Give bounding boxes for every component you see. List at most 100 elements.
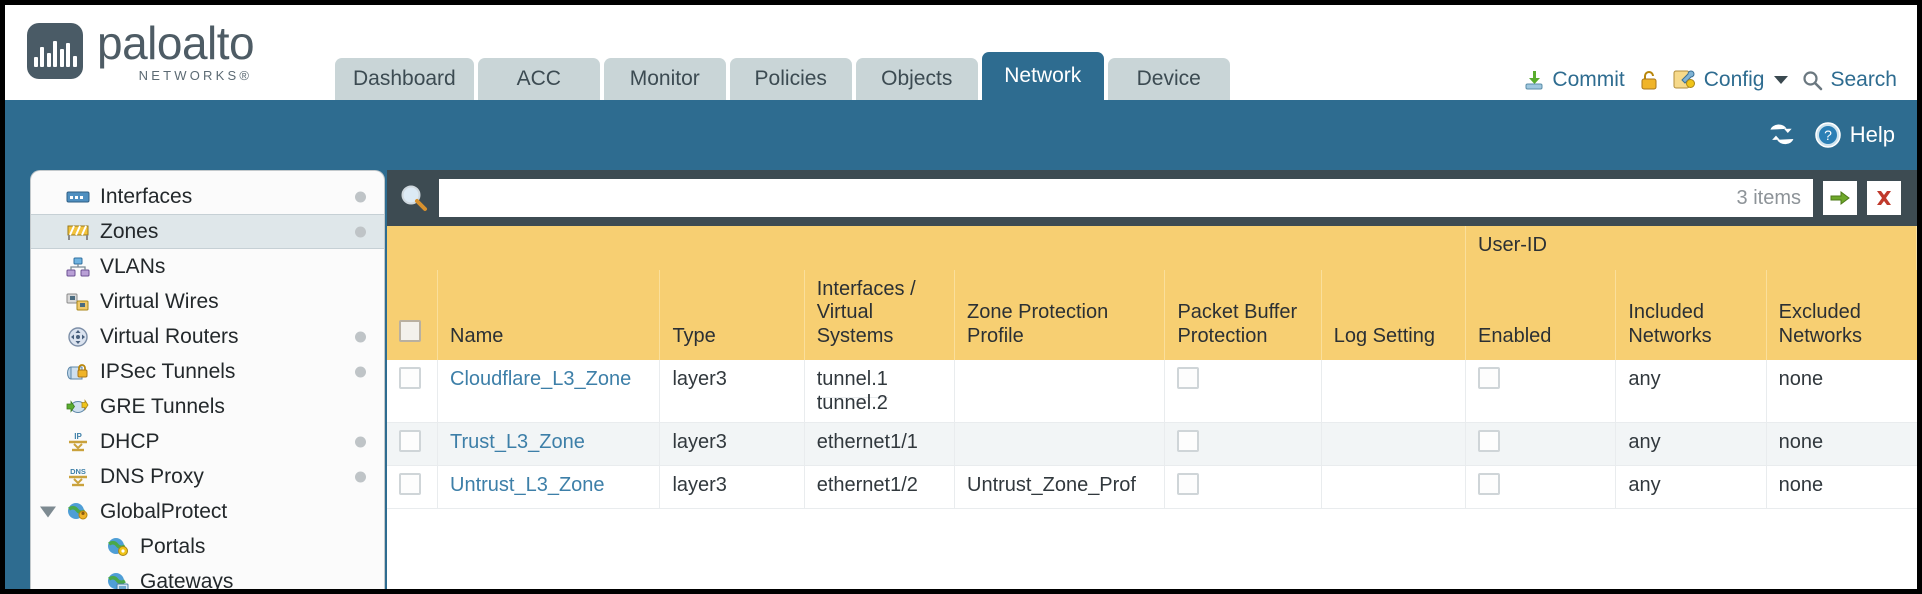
packet-buffer-checkbox[interactable] [1177, 430, 1200, 453]
sidebar-item-virtual-wires[interactable]: Virtual Wires [31, 284, 384, 319]
help-label: Help [1849, 122, 1895, 147]
table-row[interactable]: Trust_L3_Zone layer3 ethernet1/1 [387, 422, 1917, 467]
cell-packet-buffer-protection[interactable] [1164, 422, 1322, 467]
search-icon [1802, 70, 1823, 91]
row-select-cell[interactable] [387, 422, 438, 467]
sidebar-item-globalprotect[interactable]: GlobalProtect [31, 494, 384, 529]
packet-buffer-checkbox[interactable] [1177, 367, 1200, 390]
help-question-icon: ? [1814, 121, 1842, 149]
sidebar-item-vlans[interactable]: VLANs [31, 249, 384, 284]
paloalto-bars-logo-icon [27, 23, 83, 79]
zones-table-container: User-ID Name Type Interfaces / Virtual [387, 226, 1917, 589]
table-row[interactable]: Untrust_L3_Zone layer3 ethernet1/2 Untru… [387, 465, 1917, 510]
column-header-enabled[interactable]: Enabled [1465, 269, 1617, 361]
ipsec-tunnels-icon [65, 361, 91, 383]
sidebar-item-interfaces[interactable]: Interfaces [31, 179, 384, 214]
app-header: paloalto NETWORKS® Dashboard ACC Monitor… [5, 5, 1917, 100]
sidebar-item-dns-proxy[interactable]: DNS DNS Proxy [31, 459, 384, 494]
main-tab-bar: Dashboard ACC Monitor Policies Objects N… [335, 52, 1230, 100]
commit-button[interactable]: Commit [1523, 68, 1625, 92]
expand-collapse-triangle-icon[interactable] [40, 506, 56, 517]
cell-packet-buffer-protection[interactable] [1164, 465, 1322, 510]
config-menu-button[interactable]: Config [1673, 68, 1789, 92]
row-checkbox[interactable] [399, 430, 421, 453]
table-row[interactable]: Cloudflare_L3_Zone layer3 tunnel.1 tunne… [387, 360, 1917, 424]
column-header-excluded-networks[interactable]: Excluded Networks [1766, 269, 1917, 361]
select-all-header[interactable] [387, 269, 438, 361]
tab-network[interactable]: Network [981, 52, 1104, 100]
refresh-icon[interactable] [1770, 122, 1798, 148]
row-select-cell[interactable] [387, 360, 438, 424]
sidebar-item-ipsec-tunnels[interactable]: IPSec Tunnels [31, 354, 384, 389]
cell-name[interactable]: Trust_L3_Zone [437, 422, 661, 467]
sidebar-item-zones[interactable]: Zones [31, 214, 384, 249]
gateways-icon [105, 571, 131, 589]
gre-tunnels-icon [65, 396, 91, 418]
cell-packet-buffer-protection[interactable] [1164, 360, 1322, 424]
cell-zone-protection-profile [954, 360, 1166, 424]
tab-monitor[interactable]: Monitor [603, 58, 726, 100]
vlans-icon [65, 256, 91, 278]
zone-name-link[interactable]: Untrust_L3_Zone [450, 474, 605, 497]
zone-name-link[interactable]: Cloudflare_L3_Zone [450, 368, 632, 391]
search-field-wrap: 3 items [439, 179, 1813, 217]
zone-name-link[interactable]: Trust_L3_Zone [450, 431, 585, 454]
cell-log-setting [1321, 465, 1467, 510]
search-button[interactable]: Search [1802, 68, 1897, 92]
group-header-row: User-ID [387, 226, 1917, 270]
interface-item: tunnel.1 [816, 368, 888, 399]
zones-icon [65, 221, 91, 243]
column-header-included-networks[interactable]: Included Networks [1615, 269, 1767, 361]
cell-userid-enabled[interactable] [1465, 360, 1617, 424]
cell-type: layer3 [659, 360, 805, 424]
select-all-checkbox[interactable] [399, 319, 421, 342]
sidebar-item-portals[interactable]: Portals [31, 529, 384, 564]
column-header-zone-protection-profile[interactable]: Zone Protection Profile [954, 269, 1166, 361]
help-button[interactable]: ? Help [1814, 121, 1895, 149]
virtual-wires-icon [65, 291, 91, 313]
packet-buffer-checkbox[interactable] [1177, 473, 1200, 496]
cell-interfaces: tunnel.1 tunnel.2 [804, 360, 956, 424]
column-header-log-setting[interactable]: Log Setting [1321, 269, 1467, 361]
cell-excluded-networks: none [1766, 465, 1917, 510]
sidebar-item-gateways[interactable]: Gateways [31, 564, 384, 589]
column-header-interfaces[interactable]: Interfaces / Virtual Systems [804, 269, 956, 361]
tab-acc[interactable]: ACC [477, 58, 600, 100]
status-dot [355, 366, 366, 377]
tab-policies[interactable]: Policies [729, 58, 852, 100]
cell-included-networks: any [1615, 422, 1767, 467]
cell-name[interactable]: Cloudflare_L3_Zone [437, 360, 661, 424]
sub-toolbar: ? Help [5, 100, 1917, 170]
column-header-packet-buffer-protection[interactable]: Packet Buffer Protection [1164, 269, 1322, 361]
sidebar-item-dhcp[interactable]: IP DHCP [31, 424, 384, 459]
cell-name[interactable]: Untrust_L3_Zone [437, 465, 661, 510]
cell-userid-enabled[interactable] [1465, 465, 1617, 510]
userid-enabled-checkbox[interactable] [1478, 430, 1501, 453]
row-select-cell[interactable] [387, 465, 438, 510]
globalprotect-icon [65, 501, 91, 523]
zones-table: User-ID Name Type Interfaces / Virtual [387, 226, 1917, 510]
tab-objects[interactable]: Objects [855, 58, 978, 100]
search-input[interactable] [451, 186, 1727, 210]
lock-icon[interactable] [1639, 69, 1659, 91]
status-dot [355, 436, 366, 447]
cell-userid-enabled[interactable] [1465, 422, 1617, 467]
clear-filter-button[interactable] [1867, 181, 1901, 215]
sidebar-item-virtual-routers[interactable]: Virtual Routers [31, 319, 384, 354]
tab-dashboard[interactable]: Dashboard [335, 58, 474, 100]
column-header-name[interactable]: Name [437, 269, 661, 361]
search-icon[interactable] [399, 183, 429, 213]
sidebar-item-label: DNS Proxy [100, 464, 204, 488]
row-checkbox[interactable] [399, 367, 421, 390]
status-dot [355, 331, 366, 342]
userid-enabled-checkbox[interactable] [1478, 473, 1501, 496]
sidebar-item-gre-tunnels[interactable]: GRE Tunnels [31, 389, 384, 424]
virtual-routers-icon [65, 326, 91, 348]
column-header-type[interactable]: Type [659, 269, 805, 361]
apply-filter-button[interactable] [1823, 181, 1857, 215]
row-checkbox[interactable] [399, 473, 421, 496]
tab-device[interactable]: Device [1107, 58, 1230, 100]
interfaces-icon [65, 186, 91, 208]
userid-enabled-checkbox[interactable] [1478, 367, 1501, 390]
